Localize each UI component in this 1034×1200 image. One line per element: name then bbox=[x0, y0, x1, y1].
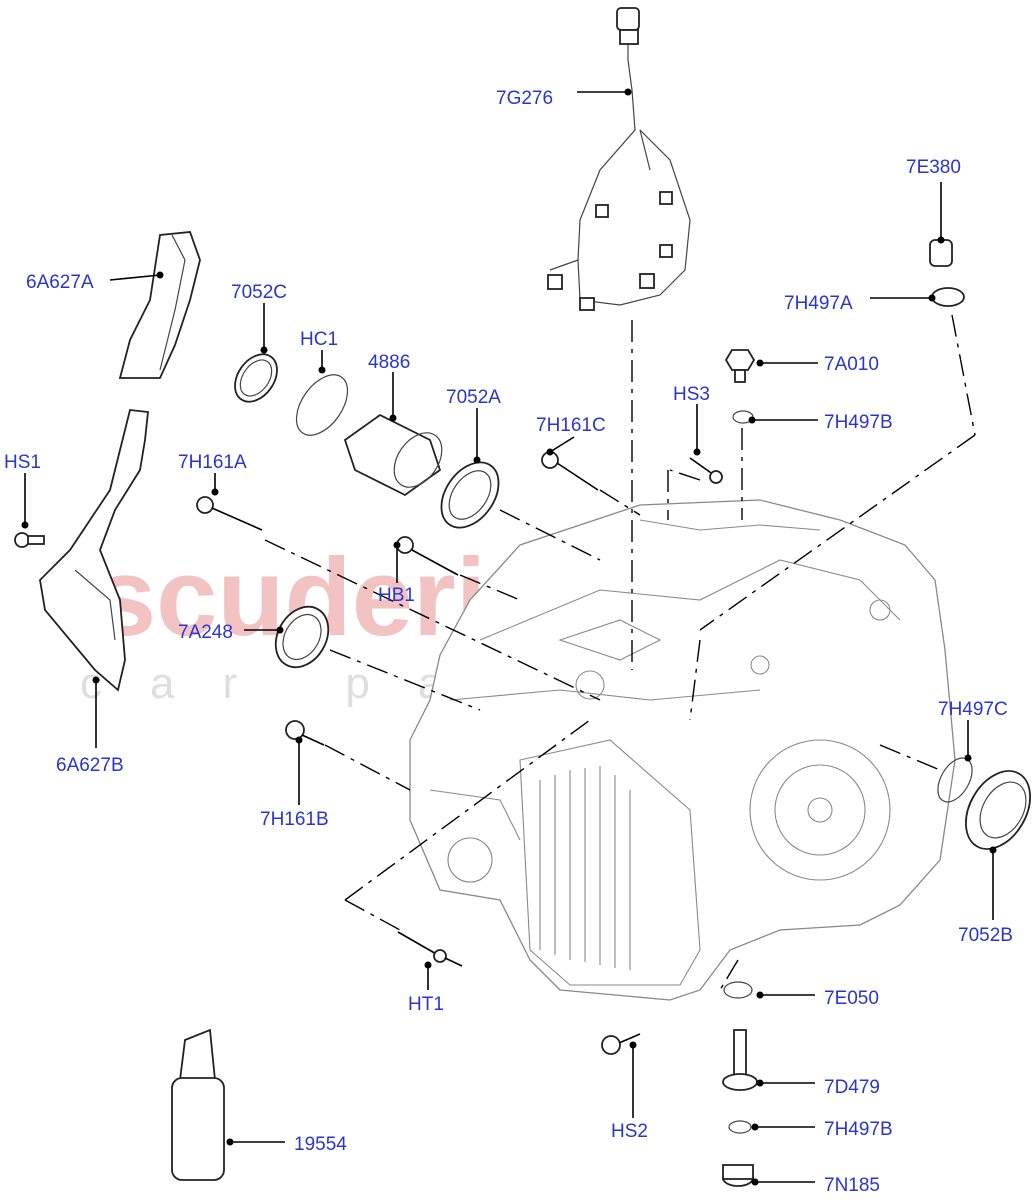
seal-7A248 bbox=[274, 605, 330, 669]
label-7052A[interactable]: 7052A bbox=[446, 387, 501, 408]
bolt-7H161C bbox=[541, 451, 599, 491]
label-7H497B-bottom[interactable]: 7H497B bbox=[824, 1119, 893, 1140]
label-4886[interactable]: 4886 bbox=[368, 352, 410, 373]
bolt-HB1 bbox=[396, 536, 459, 576]
label-7H497C[interactable]: 7H497C bbox=[938, 699, 1008, 720]
label-19554[interactable]: 19554 bbox=[294, 1134, 347, 1155]
seal-7052C bbox=[234, 353, 278, 403]
label-7052C[interactable]: 7052C bbox=[231, 282, 287, 303]
label-HS2[interactable]: HS2 bbox=[611, 1121, 648, 1142]
label-HT1[interactable]: HT1 bbox=[408, 994, 444, 1015]
seal-7052B bbox=[965, 770, 1031, 850]
wiring-harness-7G276 bbox=[547, 7, 691, 311]
seal-7052A bbox=[440, 461, 500, 529]
label-HS3[interactable]: HS3 bbox=[673, 384, 710, 405]
circlip-HC1 bbox=[295, 374, 349, 436]
bottle-19554 bbox=[171, 1028, 225, 1181]
assembly-lines bbox=[264, 314, 976, 991]
shield-6A627A bbox=[118, 231, 201, 379]
plug-7N185 bbox=[722, 1164, 754, 1187]
drain-7D479 bbox=[722, 1029, 758, 1091]
label-6A627B[interactable]: 6A627B bbox=[56, 755, 124, 776]
label-7E380[interactable]: 7E380 bbox=[906, 157, 961, 178]
sleeve-4886 bbox=[343, 413, 443, 497]
label-7G276[interactable]: 7G276 bbox=[496, 88, 553, 109]
shield-6A627B bbox=[39, 409, 149, 692]
label-7D479[interactable]: 7D479 bbox=[824, 1077, 880, 1098]
label-HC1[interactable]: HC1 bbox=[300, 329, 338, 350]
label-7H497B-top[interactable]: 7H497B bbox=[824, 412, 893, 433]
label-7H497A[interactable]: 7H497A bbox=[784, 293, 853, 314]
label-7H161B[interactable]: 7H161B bbox=[260, 809, 329, 830]
label-7E050[interactable]: 7E050 bbox=[824, 988, 879, 1009]
label-7N185[interactable]: 7N185 bbox=[824, 1175, 880, 1196]
label-7A248[interactable]: 7A248 bbox=[178, 622, 233, 643]
label-7A010[interactable]: 7A010 bbox=[824, 354, 879, 375]
bolt-7H161A bbox=[196, 496, 263, 531]
label-HB1[interactable]: HB1 bbox=[378, 585, 415, 606]
label-7H161C[interactable]: 7H161C bbox=[536, 415, 606, 436]
leader-lines bbox=[21, 88, 997, 1186]
label-6A627A[interactable]: 6A627A bbox=[26, 272, 94, 293]
bolt-HS1 bbox=[14, 532, 45, 548]
bolt-7A010 bbox=[724, 349, 756, 383]
label-HS1[interactable]: HS1 bbox=[4, 452, 41, 473]
bolt-7H161B bbox=[285, 720, 325, 746]
label-7052B[interactable]: 7052B bbox=[958, 925, 1013, 946]
label-7H161A[interactable]: 7H161A bbox=[178, 452, 247, 473]
bolt-HT1 bbox=[397, 931, 463, 967]
bolt-HS3 bbox=[689, 457, 723, 484]
plug-7E380 bbox=[929, 239, 953, 267]
oil-pan-fins bbox=[539, 766, 631, 970]
part-labels: 7G276 7E380 6A627A 7052C 7H497A HC1 4886… bbox=[4, 88, 1013, 1196]
transmission-assembly bbox=[409, 499, 956, 1001]
bolt-HS2 bbox=[601, 1033, 641, 1055]
